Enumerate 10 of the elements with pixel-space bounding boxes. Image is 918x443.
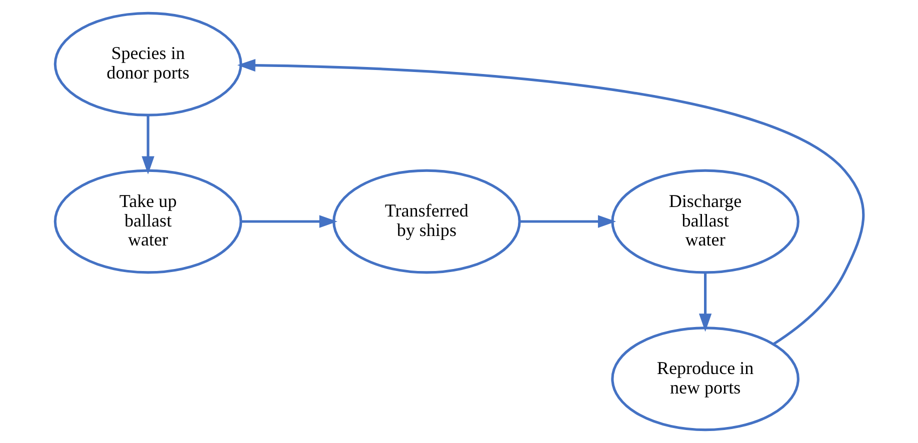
node-ellipse: Discharge ballast water [610,169,799,274]
node-ellipse: Reproduce in new ports [610,326,799,432]
node-ellipse: Species in donor ports [53,12,242,116]
arrow [240,215,337,228]
arrow [236,58,864,346]
node-ellipse: Take up ballast water [53,169,242,274]
arrow [519,215,616,228]
arrow [698,272,712,332]
node-ellipse: Transferred by ships [332,169,520,274]
arrow [141,115,154,174]
